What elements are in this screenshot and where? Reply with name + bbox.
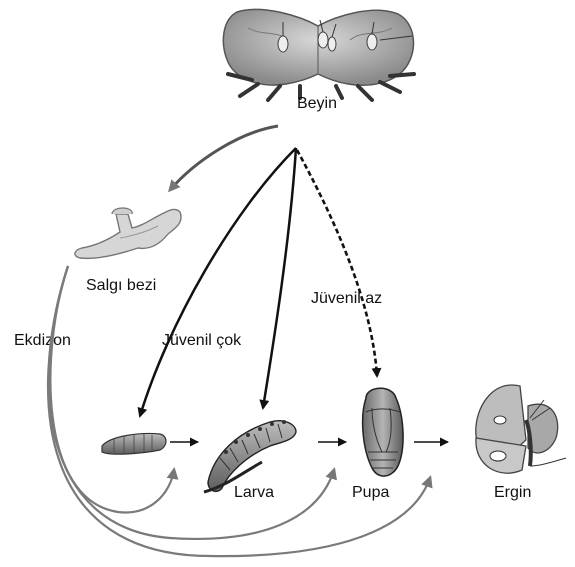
- pupa-label: Pupa: [352, 484, 389, 501]
- brain-to-pupa-dashed-arrow: [297, 150, 377, 376]
- juvenile-high-label: Jüvenil çok: [162, 332, 242, 349]
- moth-icon: [476, 385, 566, 473]
- ecdysone-label: Ekdizon: [14, 332, 71, 349]
- ecdysone-to-larva-arrow: [49, 266, 334, 539]
- pupa-icon: [363, 388, 403, 476]
- juvenile-low-label: Jüvenil az: [311, 290, 382, 307]
- brain-icon: [223, 9, 414, 100]
- adult-label: Ergin: [494, 484, 531, 501]
- larva-label: Larva: [234, 484, 274, 501]
- brain-to-young-larva-arrow: [140, 148, 296, 416]
- gland-icon: [75, 208, 181, 258]
- brain-to-gland-arrow: [170, 126, 278, 190]
- brain-label: Beyin: [297, 95, 337, 112]
- gland-label: Salgı bezi: [86, 277, 156, 294]
- young-larva-icon: [102, 434, 166, 455]
- brain-to-larva-arrow: [263, 148, 296, 408]
- larva-icon: [204, 420, 296, 492]
